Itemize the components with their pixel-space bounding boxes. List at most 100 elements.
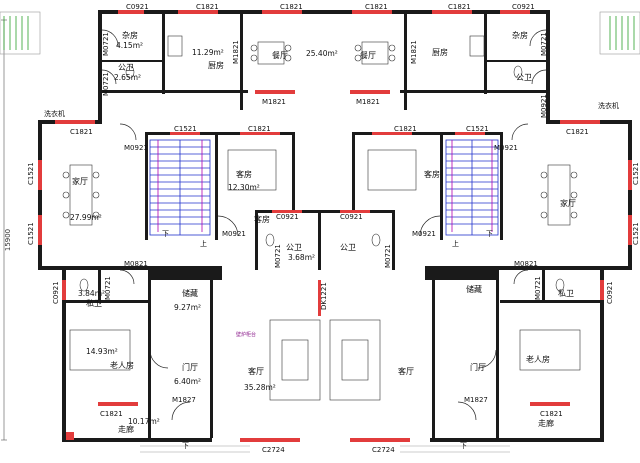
- room-name: 老人房: [526, 354, 550, 364]
- window-label: C1521: [632, 162, 640, 185]
- room-area: 27.99m²: [70, 213, 102, 222]
- door-labels: M0721 M0721 M0721 M0921 M1821 M1821 M182…: [102, 32, 548, 404]
- window-label: C1821: [196, 3, 219, 11]
- room-name: 杂房: [512, 30, 528, 40]
- stair-right: [445, 139, 499, 236]
- stair-down-label: 下: [486, 230, 493, 238]
- laundry-label: 洗衣机: [598, 101, 619, 110]
- window-label: C1521: [27, 162, 35, 185]
- door-label: M1821: [262, 98, 286, 106]
- room-name: 家厅: [72, 176, 88, 186]
- stair-up-label: 上: [200, 239, 207, 248]
- room-name: 厨房: [208, 60, 224, 70]
- window-label: C1521: [632, 222, 640, 245]
- door-label: M0721: [102, 72, 110, 96]
- window-label: DK1221: [320, 282, 328, 310]
- entry-steps: [66, 432, 510, 453]
- room-area: 3.84m²: [78, 289, 105, 298]
- door-label: M0721: [102, 32, 110, 56]
- room-name: 餐厅: [272, 51, 288, 60]
- room-area: 12.30m²: [228, 183, 260, 192]
- window-label: C2724: [372, 446, 395, 454]
- window-label: C1821: [448, 3, 471, 11]
- room-area: 6.40m²: [174, 377, 201, 386]
- door-label: M0821: [124, 260, 148, 268]
- fireplace-label: 壁炉柜台: [236, 331, 256, 338]
- window-label: C1821: [248, 125, 271, 133]
- window-label: C1821: [70, 128, 93, 136]
- balcony-left: [0, 11, 41, 55]
- room-area: 14.93m²: [86, 347, 118, 356]
- room-name: 厨房: [432, 47, 448, 57]
- window-label: C0921: [52, 281, 60, 304]
- room-area: 35.28m²: [244, 383, 276, 392]
- door-label: M0921: [222, 230, 246, 238]
- door-label: M1821: [410, 40, 418, 64]
- stair-down-label: 下: [182, 442, 189, 450]
- room-name: 客房: [424, 169, 440, 179]
- door-label: M0921: [412, 230, 436, 238]
- room-area: 3.68m²: [288, 253, 315, 262]
- room-name: 门厅: [470, 362, 486, 372]
- room-name: 储藏: [466, 284, 482, 294]
- misc-labels: 下 上 下 上 下 下 洗衣机 洗衣机 壁炉柜台: [44, 101, 619, 450]
- room-name: 老人房: [110, 360, 134, 370]
- stair-up-label: 上: [452, 239, 459, 248]
- room-area: 10.17m²: [128, 417, 160, 426]
- window-label: C1821: [394, 125, 417, 133]
- room-name: 私卫: [86, 299, 102, 308]
- door-label: M0721: [384, 244, 392, 268]
- window-labels: C0921 C1821 C1821 C1821 C1821 C0921 C182…: [27, 3, 640, 454]
- windows: [38, 10, 632, 442]
- window-label: C0921: [276, 213, 299, 221]
- room-name: 走廊: [118, 424, 134, 434]
- left-dimension-line: 15900: [1, 19, 12, 441]
- window-label: C0921: [126, 3, 149, 11]
- door-label: M0921: [124, 144, 148, 152]
- room-name: 杂房: [122, 30, 138, 40]
- room-name: 公卫: [340, 243, 356, 252]
- room-name: 餐厅: [360, 51, 376, 60]
- window-label: C0921: [340, 213, 363, 221]
- window-label: C1521: [466, 125, 489, 133]
- door-label: M1827: [464, 396, 488, 404]
- room-area: 4.15m²: [116, 41, 143, 50]
- room-name: 客厅: [248, 366, 264, 376]
- room-area: 25.40m²: [306, 49, 338, 58]
- door-label: M0921: [540, 94, 548, 118]
- room-name: 私卫: [558, 289, 574, 298]
- room-name: 储藏: [182, 288, 198, 298]
- window-label: C0921: [606, 281, 614, 304]
- door-label: M0821: [514, 260, 538, 268]
- door-label: M0721: [274, 244, 282, 268]
- door-label: M1821: [232, 40, 240, 64]
- room-area: 11.29m²: [192, 48, 224, 57]
- door-label: M0921: [494, 144, 518, 152]
- door-swings: [101, 29, 547, 421]
- stair-down-label: 下: [162, 230, 169, 238]
- room-area: 2.65m²: [114, 73, 141, 82]
- interior-walls: [62, 14, 600, 438]
- room-name: 客厅: [398, 366, 414, 376]
- room-name: 家厅: [560, 198, 576, 208]
- overall-dimension: 15900: [4, 229, 12, 251]
- door-label: M0721: [534, 276, 542, 300]
- room-labels: 杂房 4.15m² 杂房 公卫 2.65m² 公卫 11.29m² 厨房 厨房 …: [70, 30, 576, 434]
- window-label: C1821: [100, 410, 123, 418]
- stair-left: [149, 139, 211, 236]
- stair-down-label: 下: [460, 442, 467, 450]
- window-label: C1821: [540, 410, 563, 418]
- window-label: C1521: [27, 222, 35, 245]
- window-label: C1521: [174, 125, 197, 133]
- window-label: C2724: [262, 446, 285, 454]
- window-label: C0921: [512, 3, 535, 11]
- door-label: M1827: [172, 396, 196, 404]
- room-area: 9.27m²: [174, 303, 201, 312]
- room-name: 走廊: [538, 418, 554, 428]
- window-label: C1821: [280, 3, 303, 11]
- window-label: C1821: [365, 3, 388, 11]
- room-name: 客房: [236, 169, 252, 179]
- balcony-right: [599, 11, 640, 55]
- room-name: 公卫: [118, 63, 134, 72]
- room-name: 客房: [254, 214, 270, 224]
